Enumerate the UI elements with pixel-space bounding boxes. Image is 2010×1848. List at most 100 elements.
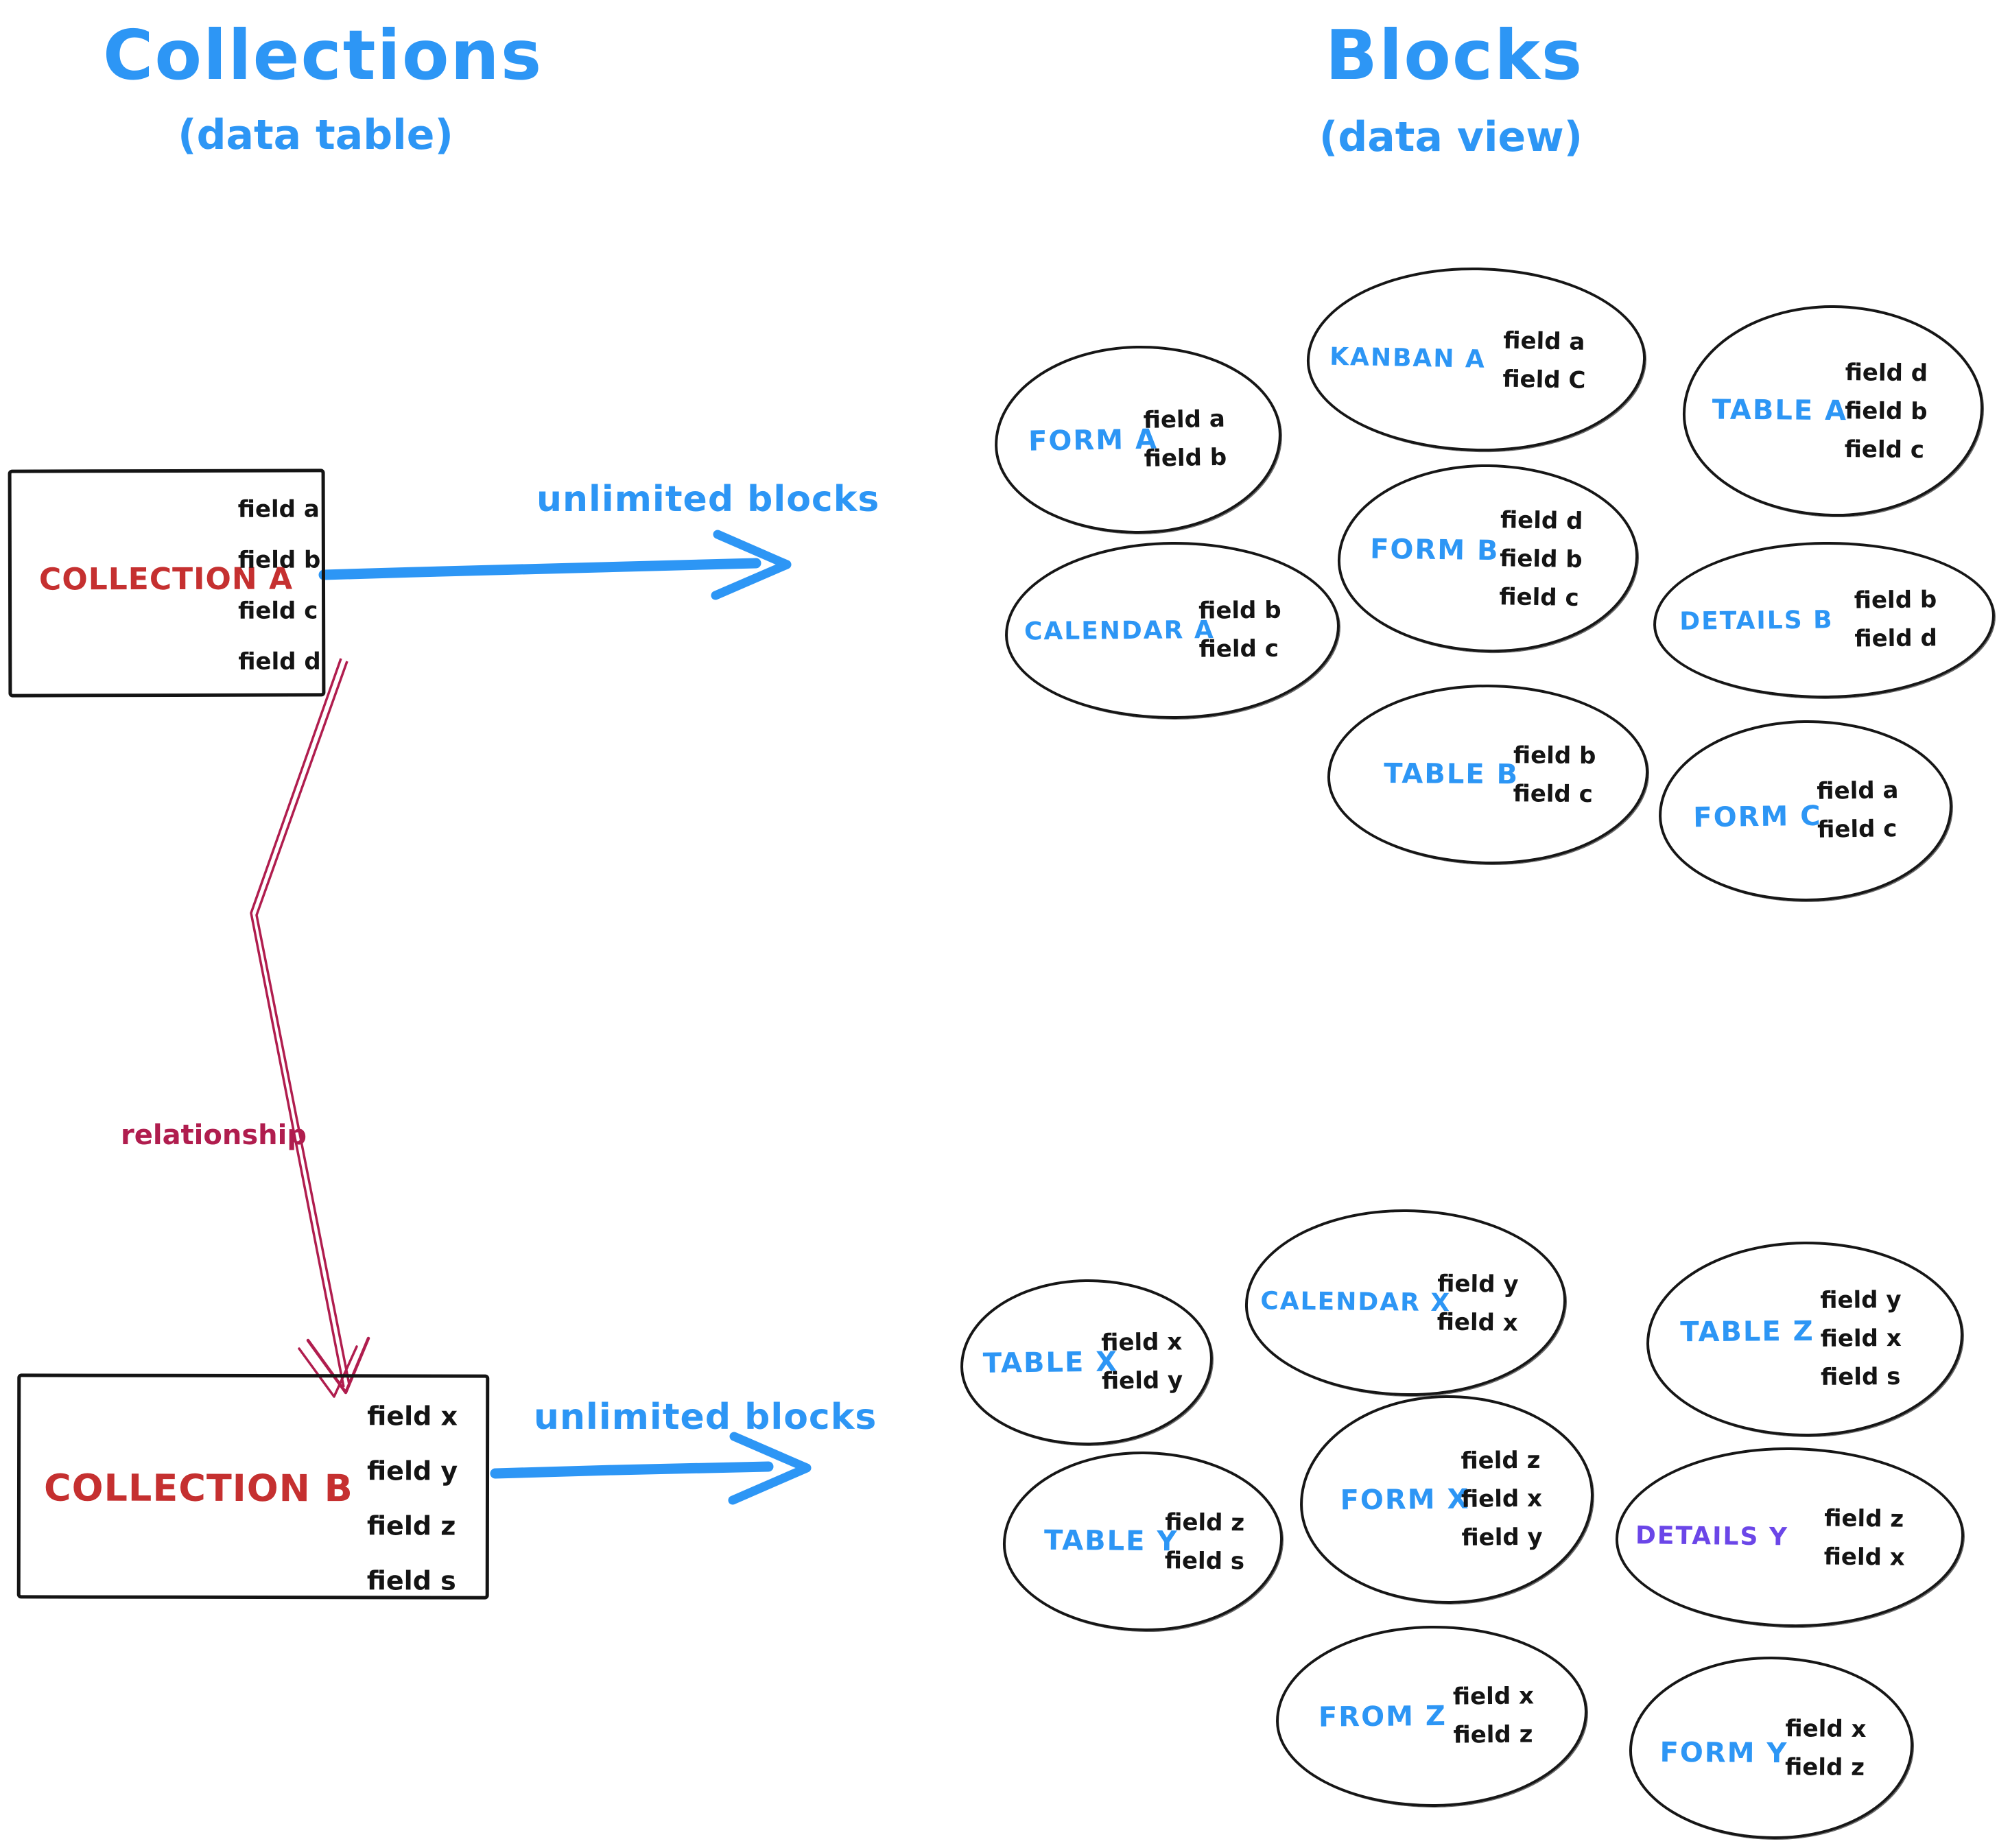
block-form-c: FORM C field a field c — [1657, 718, 1954, 903]
field: field z — [1165, 1508, 1245, 1537]
field: field d — [238, 648, 321, 676]
field: field c — [1499, 583, 1579, 612]
field: field d — [1845, 359, 1928, 388]
block-fields: field z field x — [1823, 1505, 1905, 1572]
blocks-title: Blocks — [1325, 15, 1584, 95]
field: field x — [1461, 1484, 1543, 1513]
block-fields: field z field s — [1165, 1508, 1245, 1575]
field: field y — [1101, 1366, 1183, 1395]
block-label: TABLE A — [1712, 394, 1848, 427]
block-label: CALENDAR X — [1260, 1287, 1452, 1318]
block-fields: field x field z — [1453, 1682, 1535, 1749]
block-fields: field x field y — [1101, 1328, 1183, 1395]
relationship-label: relationship — [121, 1120, 307, 1151]
collection-b-name: COLLECTION B — [43, 1466, 353, 1511]
field: field y — [1461, 1523, 1543, 1552]
unlimited-blocks-arrow-a — [318, 530, 792, 600]
collection-b-box: COLLECTION B field x field y field z fie… — [16, 1373, 490, 1600]
field: field c — [1844, 436, 1925, 464]
block-form-a: FORM A field a field b — [993, 343, 1284, 536]
field: field x — [1785, 1715, 1867, 1743]
block-fields: field d field b field c — [1499, 506, 1583, 612]
field: field b — [1499, 545, 1583, 573]
block-label: TABLE Z — [1680, 1315, 1814, 1349]
field: field c — [1817, 815, 1897, 844]
field: field y — [1820, 1286, 1902, 1314]
field: field c — [1198, 635, 1279, 663]
block-form-x: FORM X field z field x field y — [1299, 1394, 1595, 1605]
field: field x — [367, 1401, 458, 1432]
field: field c — [1513, 780, 1593, 809]
field: field z — [1453, 1720, 1533, 1749]
blocks-subtitle: (data view) — [1319, 113, 1583, 161]
field: field d — [1854, 624, 1938, 653]
block-fields: field a field c — [1817, 777, 1899, 844]
field: field a — [1503, 327, 1585, 356]
collection-a-fields: field a field b field c field d — [238, 495, 321, 675]
field: field b — [1845, 397, 1928, 426]
block-fields: field d field b field c — [1845, 359, 1928, 464]
block-fields: field b field c — [1198, 597, 1281, 663]
field: field z — [1784, 1753, 1865, 1781]
block-kanban-a: KANBAN A field a field C — [1305, 264, 1648, 455]
field: field a — [237, 495, 320, 523]
block-label: TABLE B — [1384, 757, 1520, 791]
block-fields: field y field x — [1436, 1270, 1518, 1336]
field: field a — [1143, 405, 1226, 434]
block-form-y: FORM Y field x field z — [1629, 1655, 1914, 1840]
field: field z — [1824, 1504, 1904, 1533]
field: field b — [1854, 586, 1937, 615]
block-details-y: DETAILS Y field z field x — [1614, 1445, 1965, 1629]
field: field x — [1101, 1328, 1183, 1357]
block-table-b: TABLE B field b field c — [1327, 683, 1649, 866]
block-form-b: FORM B field d field b field c — [1336, 462, 1640, 655]
field: field a — [1817, 777, 1899, 805]
arrow-a-label: unlimited blocks — [536, 479, 880, 520]
field: field b — [1513, 742, 1596, 770]
block-fields: field y field x field s — [1820, 1286, 1902, 1391]
block-label: FORM B — [1369, 533, 1500, 567]
block-table-y: TABLE Y field z field s — [1002, 1450, 1284, 1633]
collection-b-fields: field x field y field z field s — [367, 1401, 458, 1596]
field: field y — [367, 1456, 458, 1486]
field: field x — [1436, 1308, 1518, 1337]
field: field y — [1437, 1270, 1519, 1299]
block-calendar-a: CALENDAR A field b field c — [1004, 540, 1341, 721]
block-label: FORM X — [1340, 1483, 1470, 1517]
field: field z — [1461, 1446, 1541, 1475]
block-fields: field b field c — [1513, 742, 1596, 808]
field: field b — [1144, 443, 1227, 473]
block-details-b: DETAILS B field b field d — [1652, 540, 1996, 700]
block-table-x: TABLE X field x field y — [959, 1277, 1214, 1447]
field: field d — [1500, 506, 1583, 535]
field: field x — [1823, 1543, 1905, 1572]
block-label: FORM Y — [1659, 1736, 1788, 1769]
block-label: FORM A — [1028, 423, 1159, 458]
field: field b — [1198, 596, 1281, 625]
block-label: FROM Z — [1318, 1700, 1447, 1733]
field: field b — [237, 546, 321, 574]
field: field z — [366, 1511, 456, 1541]
arrow-b-label: unlimited blocks — [534, 1397, 877, 1438]
block-fields: field b field d — [1854, 586, 1937, 652]
block-from-z: FROM Z field x field z — [1275, 1624, 1589, 1809]
collection-a-box: COLLECTION A field a field b field c fie… — [8, 469, 326, 698]
block-label: DETAILS Y — [1635, 1521, 1789, 1552]
relationship-arrow — [250, 658, 370, 1398]
field: field s — [1164, 1547, 1245, 1576]
field: field x — [1452, 1682, 1535, 1711]
field: field s — [366, 1565, 456, 1596]
field: field s — [1820, 1363, 1901, 1391]
block-label: FORM C — [1692, 800, 1822, 833]
field: field x — [1820, 1325, 1902, 1353]
block-label: TABLE Y — [1043, 1524, 1179, 1558]
collections-title: Collections — [103, 15, 543, 95]
block-fields: field a field C — [1502, 327, 1587, 394]
block-fields: field x field z — [1785, 1715, 1867, 1781]
block-label: DETAILS B — [1679, 606, 1834, 636]
block-calendar-x: CALENDAR X field y field x — [1244, 1207, 1568, 1398]
field: field c — [238, 597, 318, 625]
block-table-z: TABLE Z field y field x field s — [1646, 1240, 1964, 1438]
block-fields: field z field x field y — [1461, 1447, 1543, 1552]
field: field C — [1502, 365, 1586, 394]
